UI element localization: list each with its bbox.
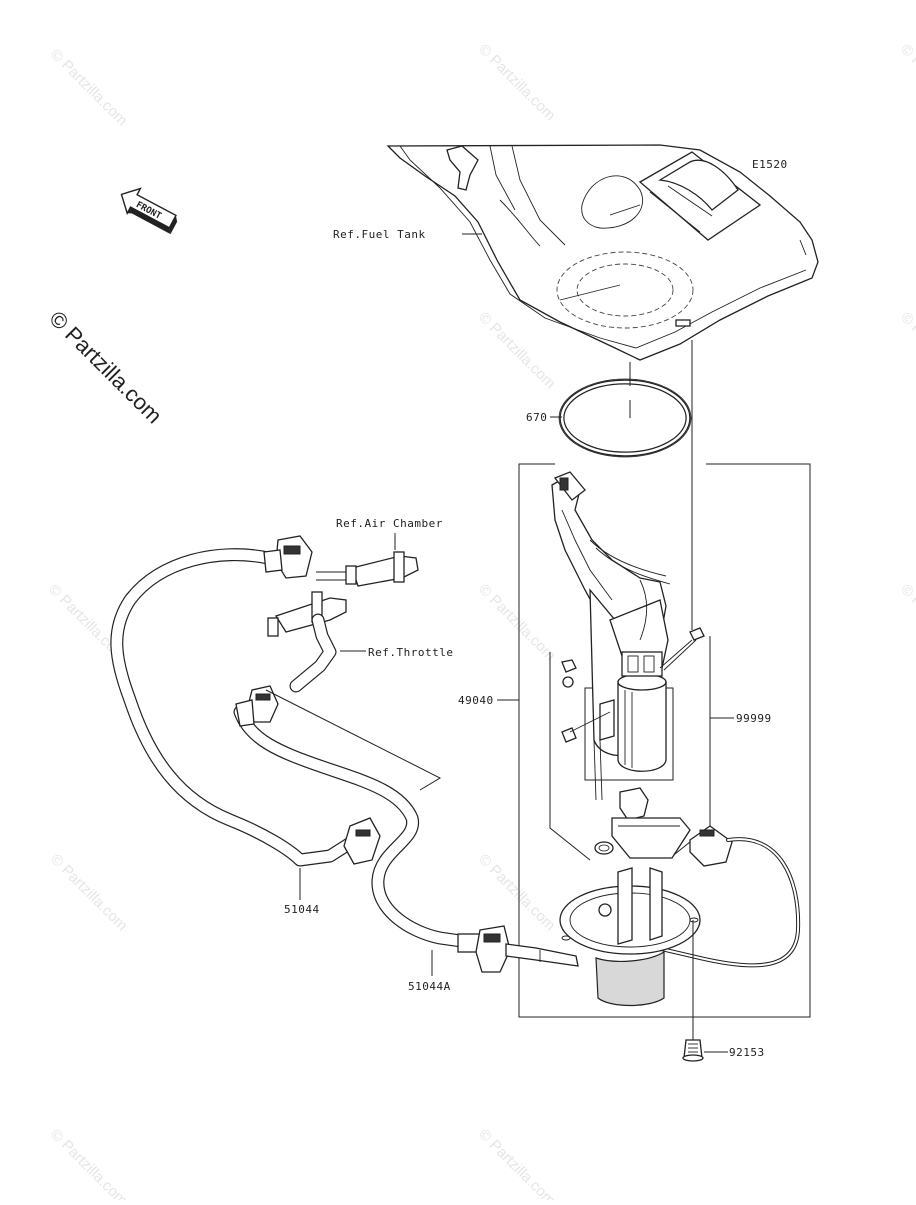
ref-air-chamber-label: Ref.Air Chamber [336,517,443,530]
electrical-connector [638,825,801,968]
watermark-text: © Partzilla.com [47,46,130,129]
pump-assembly-frame [518,463,811,1018]
throttle-fitting [267,591,347,693]
watermark-text: © Partzilla.com [897,41,916,124]
watermark-text: © Partzilla.com [475,1126,558,1200]
o-ring-670 [558,378,692,458]
part-number-49040: 49040 [458,694,494,707]
part-number-92153: 92153 [729,1046,765,1059]
watermark-text: © Partzilla.com [475,41,558,124]
hose-connector [235,685,279,727]
watermark-text: © Partzilla.com [475,309,558,392]
fuel-filter [594,787,691,859]
watermark-text: © Partzilla.com [47,1126,130,1200]
fuel-pump [551,471,671,801]
air-chamber-fitting [316,551,419,587]
bolt-small [659,627,705,671]
front-arrow-icon: FRONT [120,187,178,235]
watermark-text: © Partzilla.com [897,581,916,664]
fuel-hose-51044 [110,548,359,867]
part-number-51044: 51044 [284,903,320,916]
part-number-670: 670 [526,411,547,424]
watermark-text: © Partzilla.com [475,851,558,934]
fuel-tank [386,144,819,361]
fuel-hose-51044A [233,705,475,949]
hose-connector [343,817,381,865]
ref-throttle-label: Ref.Throttle [368,646,453,659]
nut-small [561,659,611,743]
part-number-99999: 99999 [736,712,772,725]
flange-bolt-92153 [682,1039,704,1062]
hose-connector [457,925,579,973]
diagram-code: E1520 [752,158,788,171]
watermark-dark: © Partzilla.com [44,306,167,429]
ref-fuel-tank-label: Ref.Fuel Tank [333,228,426,241]
pump-flange [559,867,701,1007]
watermark-text: © Partzilla.com [897,309,916,392]
hose-connector [263,535,313,579]
part-number-51044A: 51044A [408,980,451,993]
watermark-text: © Partzilla.com [47,851,130,934]
watermark-text: © Partzilla.com [475,581,558,664]
